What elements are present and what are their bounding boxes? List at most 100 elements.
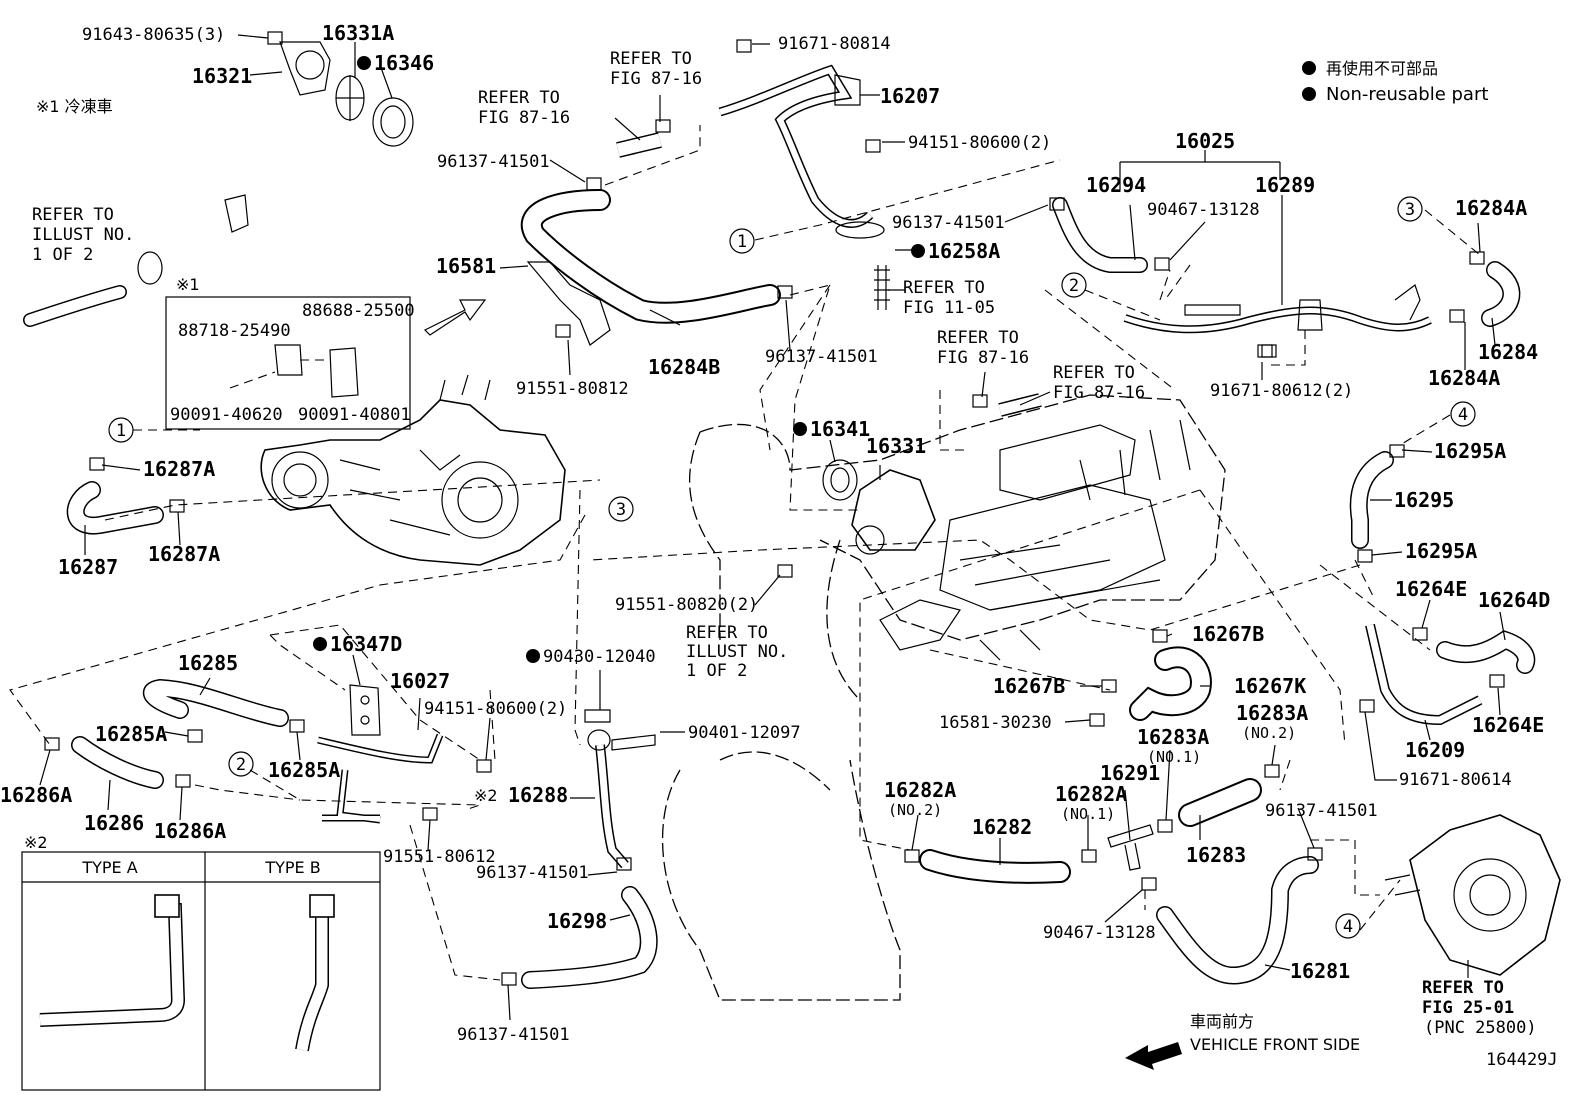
refer-fig-25-01: REFER TO [1422, 978, 1504, 998]
part-16281: 16281 [1290, 959, 1350, 983]
svg-text:ILLUST NO.: ILLUST NO. [32, 225, 134, 245]
water-outlet-housing [822, 459, 936, 555]
part-16284: 16284 [1478, 340, 1538, 364]
svg-text:2: 2 [1069, 276, 1079, 296]
part-16347D: 16347D [330, 632, 402, 656]
nonreusable-icon [911, 244, 925, 258]
part-16209: 16209 [1405, 738, 1465, 762]
callout-2a [1061, 272, 1087, 298]
part-16295: 16295 [1394, 488, 1454, 512]
part-16264E-1: 16264E [1395, 577, 1467, 601]
part-16341: 16341 [810, 417, 870, 441]
part-16267B-1: 16267B [1192, 622, 1264, 646]
nonreusable-icon [357, 56, 371, 70]
part-88718-25490: 88718-25490 [178, 321, 291, 341]
type-inset [21, 851, 381, 1091]
part-16295A-2: 16295A [1405, 539, 1477, 563]
part-91671-80612: 91671-80612(2) [1210, 381, 1353, 401]
svg-text:2: 2 [236, 755, 246, 775]
part-16287A-2: 16287A [148, 542, 220, 566]
part-16289: 16289 [1255, 173, 1315, 197]
front-arrow-icon [1125, 1042, 1182, 1070]
part-16288: 16288 [508, 783, 568, 807]
svg-text:(NO.2): (NO.2) [1242, 724, 1296, 742]
assembly-lines [9, 125, 1481, 981]
part-91551-80612: 91551-80612 [383, 847, 496, 867]
part-16295A-1: 16295A [1434, 439, 1506, 463]
part-16286A-2: 16286A [154, 819, 226, 843]
part-16207: 16207 [880, 84, 940, 108]
part-16283: 16283 [1186, 843, 1246, 867]
part-90091-40801: 90091-40801 [298, 405, 411, 425]
part-16331A: 16331A [322, 21, 394, 45]
nonreusable-bullet-icon [1302, 87, 1316, 101]
svg-text:FIG 11-05: FIG 11-05 [903, 298, 995, 318]
part-90467-13128-a: 90467-13128 [1147, 200, 1260, 220]
legend-jp: 再使用不可部品 [1326, 59, 1438, 78]
refer-labels: REFER TO ILLUST NO. 1 OF 2 REFER TO FIG … [32, 49, 1537, 1038]
svg-text:3: 3 [616, 500, 626, 520]
part-90091-40620: 90091-40620 [170, 405, 283, 425]
part-96137-41501-2: 96137-41501 [765, 347, 878, 367]
svg-text:(NO.1): (NO.1) [1061, 805, 1115, 823]
svg-text:1 OF 2: 1 OF 2 [32, 245, 93, 265]
callout-2b [228, 751, 254, 777]
nonreusable-icon [313, 637, 327, 651]
part-16282A-1: 16282A [884, 778, 956, 802]
mark-2: ※2 [24, 833, 48, 852]
mark-2b: ※2 [474, 786, 498, 805]
svg-text:FIG 25-01: FIG 25-01 [1422, 998, 1514, 1018]
svg-text:FIG 87-16: FIG 87-16 [937, 348, 1029, 368]
part-96137-41501-1: 96137-41501 [437, 152, 550, 172]
part-16285: 16285 [178, 651, 238, 675]
part-16321: 16321 [192, 64, 252, 88]
svg-text:4: 4 [1343, 917, 1353, 937]
arrow-icon [423, 299, 487, 336]
part-16298: 16298 [547, 909, 607, 933]
callout-markers: 1 1 2 2 3 3 4 4 [108, 196, 1476, 939]
figure-id: 164429J [1486, 1050, 1558, 1070]
svg-text:FIG 87-16: FIG 87-16 [610, 69, 702, 89]
refer-fig-11-05: REFER TO [903, 278, 985, 298]
part-96137-41501-6: 96137-41501 [1265, 801, 1378, 821]
part-16294: 16294 [1086, 173, 1146, 197]
type-a-label: TYPE A [81, 858, 137, 877]
svg-text:ILLUST NO.: ILLUST NO. [686, 642, 788, 662]
svg-text:1: 1 [737, 232, 747, 252]
part-16331: 16331 [866, 434, 926, 458]
part-16287A-1: 16287A [143, 457, 215, 481]
part-96137-41501-5: 96137-41501 [457, 1025, 570, 1045]
part-94151-80600-b: 94151-80600(2) [424, 699, 567, 719]
callout-3b [1397, 196, 1423, 222]
svg-text:4: 4 [1458, 405, 1468, 425]
part-16267B-2: 16267B [993, 674, 1065, 698]
leader-lines [39, 34, 1506, 1021]
clamps [44, 31, 1505, 986]
note-refrigeration: ※1 冷凍車 [36, 97, 113, 116]
part-91671-80614: 91671-80614 [1399, 770, 1512, 790]
part-90401-12097: 90401-12097 [688, 723, 801, 743]
refer-fig-87-16b: REFER TO [478, 88, 560, 108]
water-pump [1384, 814, 1561, 976]
part-16285A-1: 16285A [95, 722, 167, 746]
refer-fig-87-16d: REFER TO [1053, 363, 1135, 383]
part-91643-80635: 91643-80635(3) [82, 25, 225, 45]
part-91551-80812: 91551-80812 [516, 379, 629, 399]
part-16346: 16346 [374, 51, 434, 75]
nonreusable-bullet-icon [1302, 61, 1316, 75]
part-16258A: 16258A [928, 239, 1000, 263]
refer-illust-1: REFER TO [32, 205, 114, 225]
svg-text:(PNC 25800): (PNC 25800) [1424, 1018, 1537, 1038]
part-16264E-2: 16264E [1472, 713, 1544, 737]
part-16581-30230: 16581-30230 [939, 713, 1052, 733]
part-16284A-1: 16284A [1455, 196, 1527, 220]
turbocharger [260, 374, 566, 566]
refer-fig-87-16c: REFER TO [937, 328, 1019, 348]
svg-text:(NO.1): (NO.1) [1147, 748, 1201, 766]
part-91671-80814: 91671-80814 [778, 34, 891, 54]
part-16291: 16291 [1100, 761, 1160, 785]
hoses [23, 41, 1536, 989]
engine-outline [661, 394, 1226, 1001]
